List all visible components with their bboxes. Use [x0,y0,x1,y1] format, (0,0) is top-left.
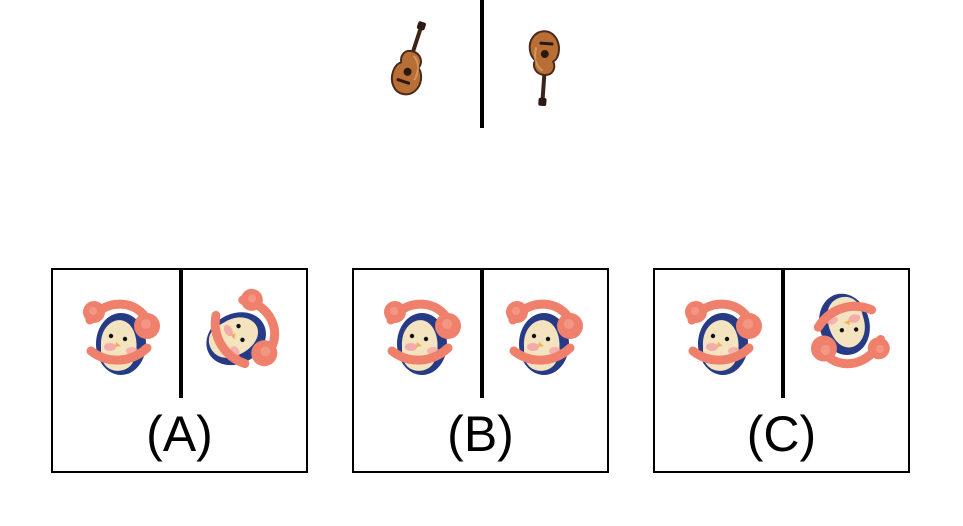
penguin-toy-icon [803,286,891,382]
penguin-toy-icon [378,286,466,382]
option-a[interactable]: (A) [51,268,308,473]
option-c[interactable]: (C) [653,268,910,473]
example-divider [480,0,484,128]
option-b-divider [480,270,484,398]
penguin-toy-icon [201,286,289,382]
example-pair [0,0,963,130]
option-a-divider [179,270,183,398]
penguin-toy-icon [77,286,165,382]
option-b[interactable]: (B) [352,268,609,473]
option-c-divider [781,270,785,398]
option-label: (A) [146,406,213,462]
acoustic-guitar-icon [524,24,566,107]
option-label: (B) [447,406,514,462]
penguin-toy-icon [502,286,590,382]
penguin-toy-icon [679,286,767,382]
acoustic-guitar-icon [389,20,431,102]
option-label: (C) [746,406,817,462]
